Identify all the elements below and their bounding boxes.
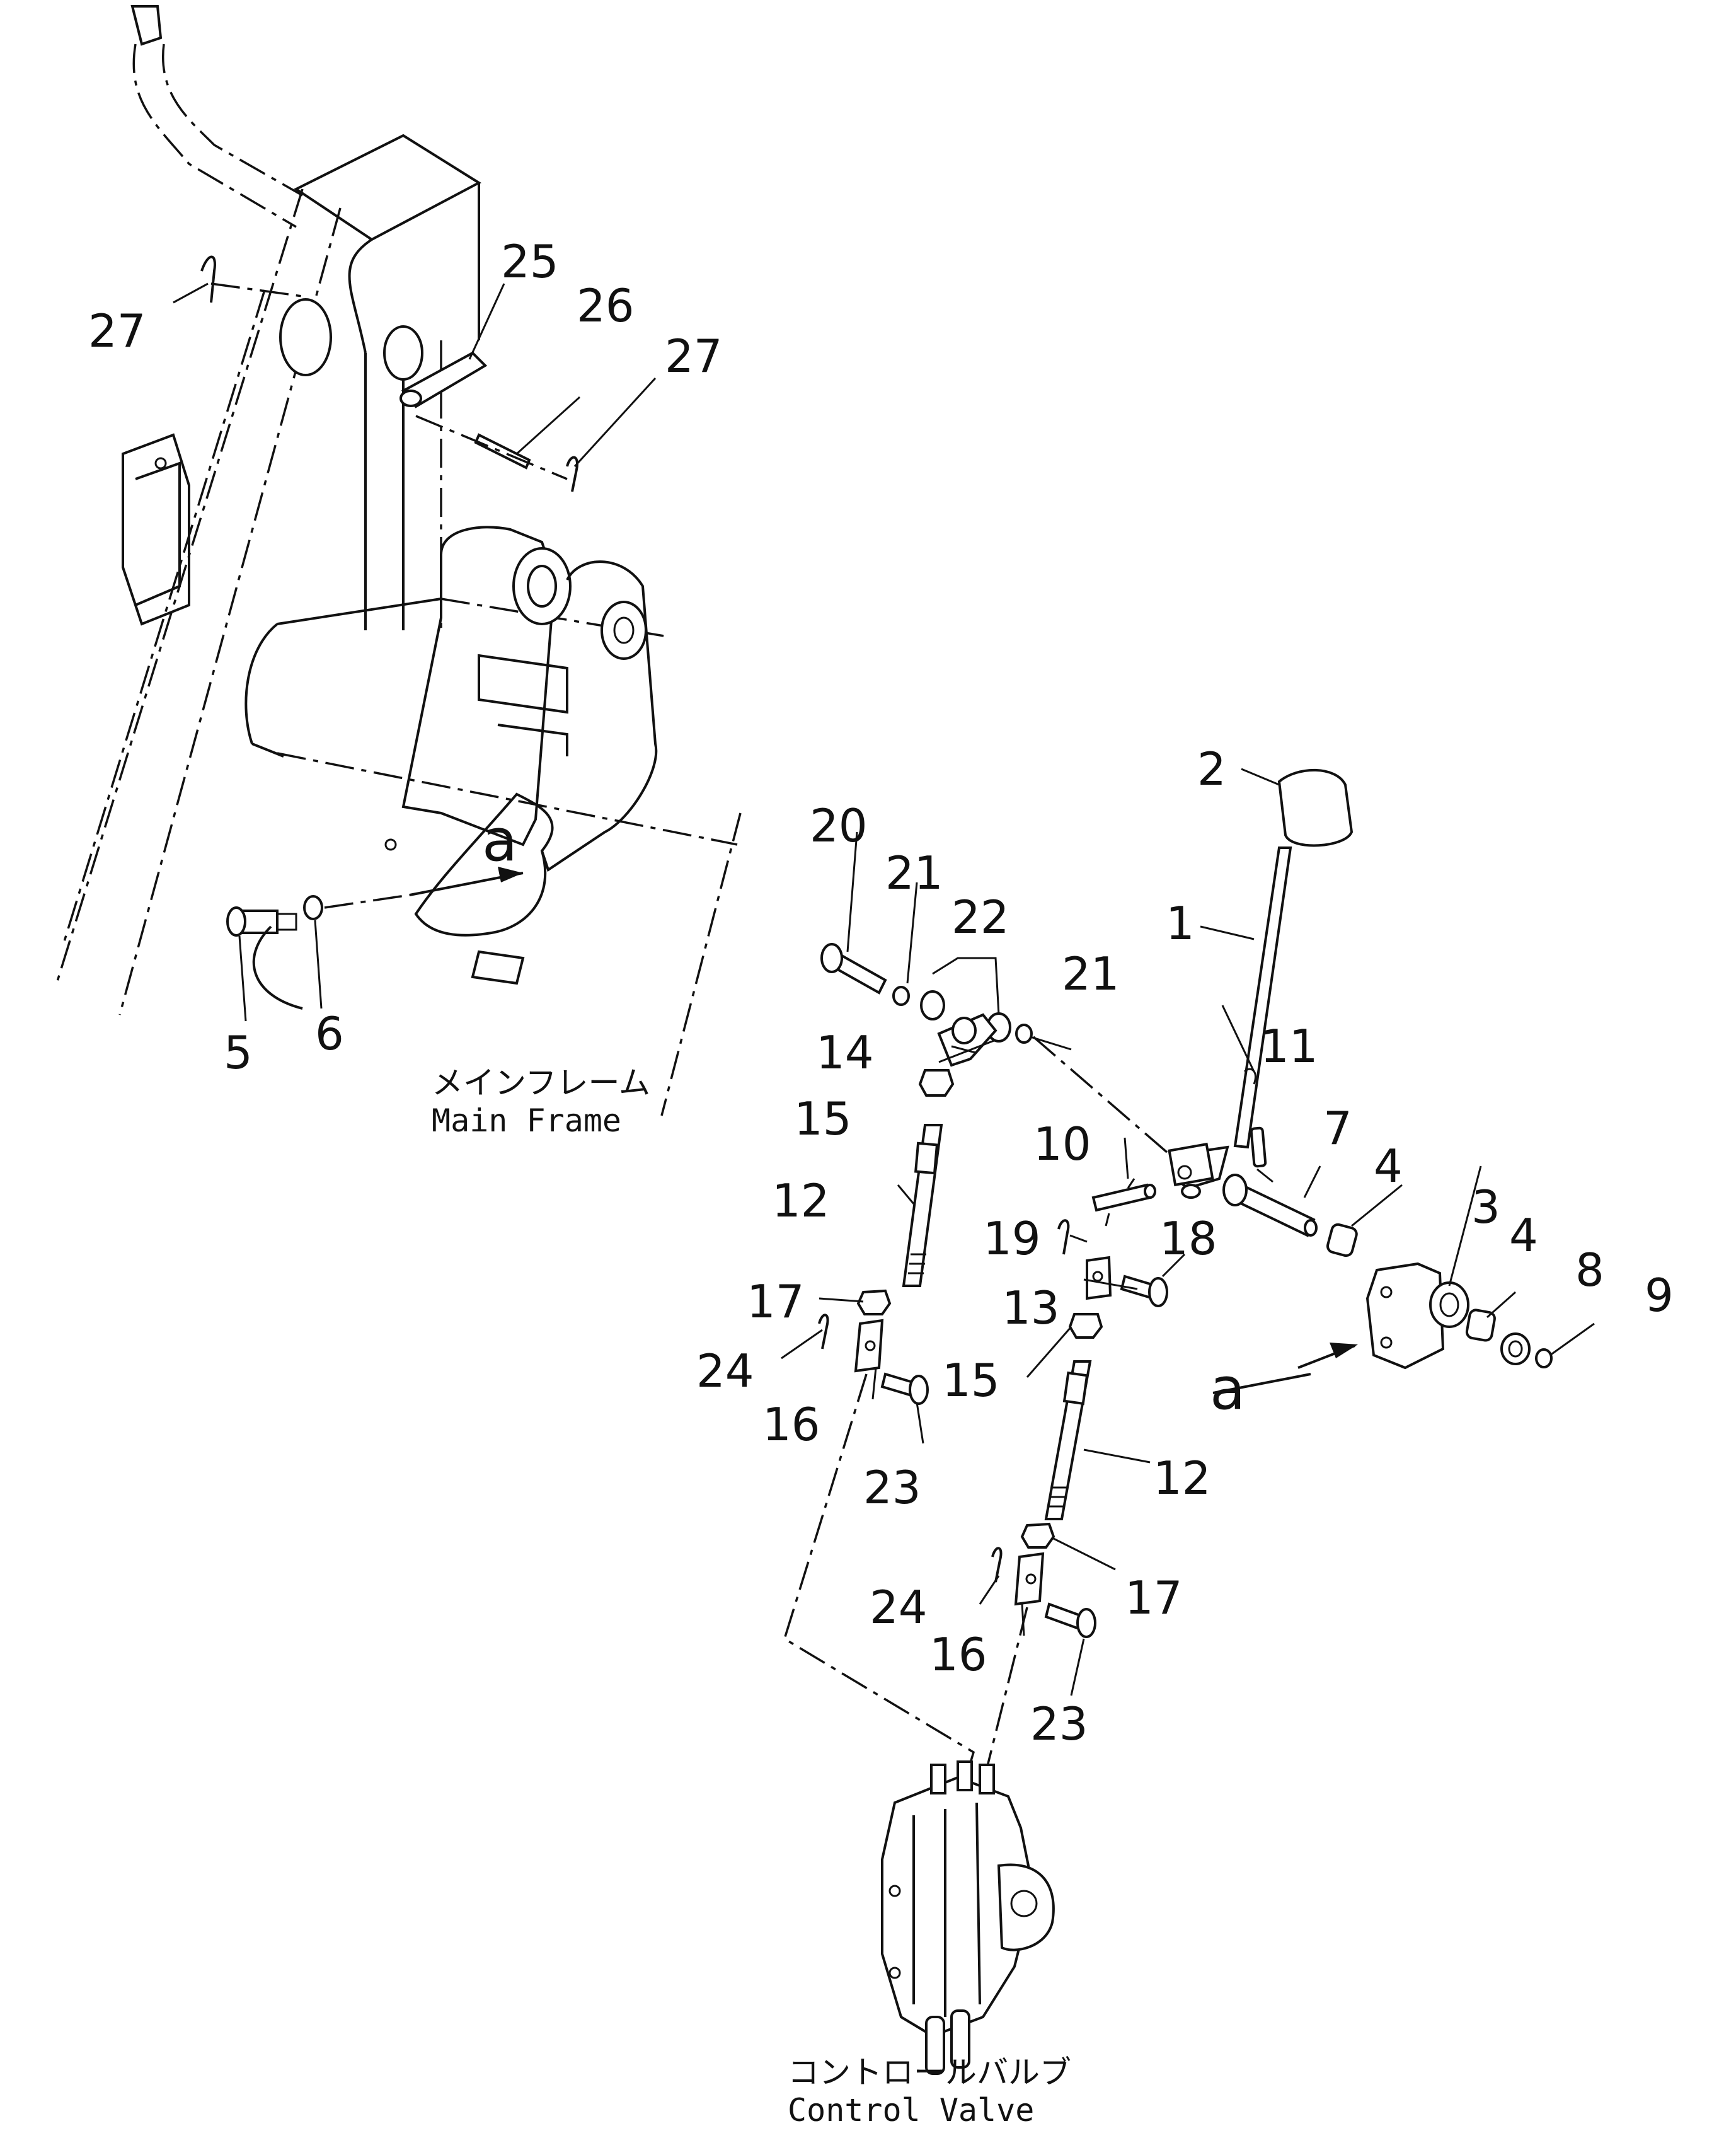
label-part-13: 13 xyxy=(1002,1281,1060,1334)
label-part-27-left: 27 xyxy=(88,304,146,357)
label-part-21-left: 21 xyxy=(885,847,943,899)
label-part-22: 22 xyxy=(951,891,1009,944)
label-part-27-right: 27 xyxy=(665,330,723,383)
main-frame-drawing xyxy=(55,5,742,1116)
label-part-25: 25 xyxy=(501,235,559,288)
label-part-18: 18 xyxy=(1159,1212,1217,1265)
label-part-17-upper: 17 xyxy=(747,1275,805,1328)
label-part-17-lower: 17 xyxy=(1125,1571,1183,1624)
caption-main-frame-en: Main Frame xyxy=(432,1102,621,1139)
lever-assembly-drawing xyxy=(1168,768,1553,1370)
label-part-12-upper: 12 xyxy=(772,1174,830,1227)
caption-control-valve-en: Control Valve xyxy=(788,2092,1034,2129)
label-part-20: 20 xyxy=(810,799,868,852)
label-part-16-lower: 16 xyxy=(929,1628,987,1681)
label-part-10: 10 xyxy=(1033,1118,1091,1170)
label-part-11: 11 xyxy=(1260,1020,1318,1073)
reference-a-bracket: a xyxy=(1210,1355,1245,1423)
label-part-1: 1 xyxy=(1166,897,1195,950)
label-part-9: 9 xyxy=(1645,1269,1674,1322)
caption-control-valve-jp: コントロールバルブ xyxy=(788,2054,1071,2091)
reference-a-main-frame: a xyxy=(482,807,517,874)
label-part-3: 3 xyxy=(1471,1181,1500,1234)
label-part-21-right: 21 xyxy=(1062,947,1120,1000)
label-part-26: 26 xyxy=(577,279,635,332)
label-part-12-lower: 12 xyxy=(1153,1452,1211,1505)
control-valve-drawing xyxy=(881,1760,1055,2075)
leader-lines xyxy=(173,282,1595,1696)
label-part-24-upper: 24 xyxy=(696,1344,754,1397)
label-part-15-upper: 15 xyxy=(794,1092,852,1145)
label-part-4-lower: 4 xyxy=(1509,1209,1538,1262)
label-part-4-upper: 4 xyxy=(1374,1140,1403,1193)
label-part-14: 14 xyxy=(816,1026,874,1079)
label-part-2: 2 xyxy=(1197,743,1226,795)
label-part-23-lower: 23 xyxy=(1030,1697,1088,1750)
label-part-16-upper: 16 xyxy=(762,1398,820,1451)
label-part-19: 19 xyxy=(983,1212,1041,1265)
label-part-7: 7 xyxy=(1323,1102,1352,1155)
label-part-23-upper: 23 xyxy=(863,1461,921,1514)
caption-main-frame-jp: メインフレーム xyxy=(432,1065,650,1101)
label-part-24-lower: 24 xyxy=(870,1581,928,1634)
part-labels: 1 2 3 4 4 5 6 7 8 9 10 11 12 12 13 14 15… xyxy=(88,235,1674,1750)
label-part-15-lower: 15 xyxy=(942,1354,1000,1407)
label-part-6: 6 xyxy=(315,1007,344,1060)
label-part-5: 5 xyxy=(224,1026,253,1079)
label-part-8: 8 xyxy=(1575,1244,1604,1297)
captions: メインフレーム Main Frame コントロールバルブ Control Val… xyxy=(432,1065,1071,2129)
